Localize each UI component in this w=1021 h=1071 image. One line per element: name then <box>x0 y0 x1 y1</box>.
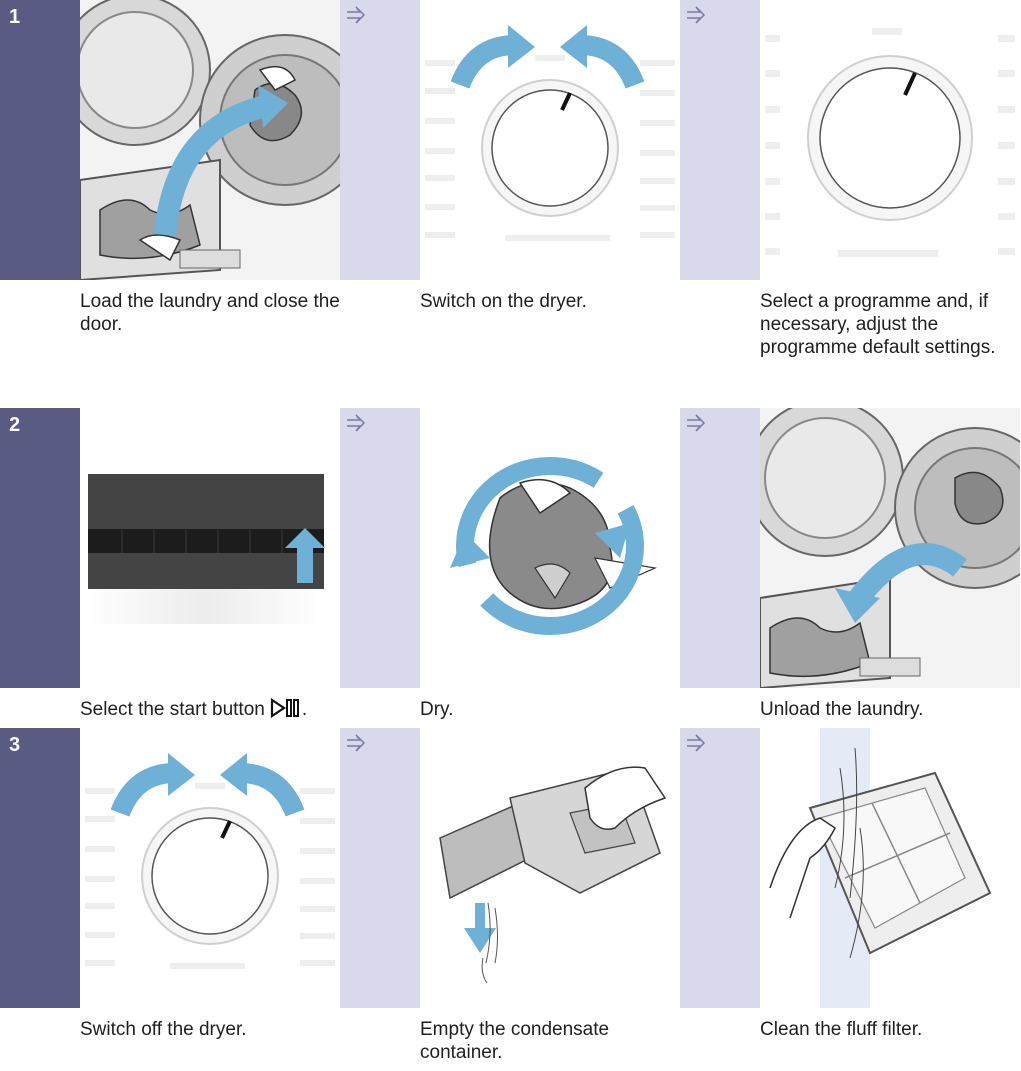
band-separator <box>680 728 760 1008</box>
band-separator <box>340 408 420 688</box>
caption-select-programme: Select a programme and, if necessary, ad… <box>760 291 996 358</box>
caption-start-button: Select the start button . <box>80 698 308 720</box>
band-separator <box>340 0 420 280</box>
step-number-badge: 3 <box>0 728 80 1008</box>
step-number-badge: 1 <box>0 0 80 280</box>
step-row-3: 3 <box>0 728 1021 1063</box>
caption-empty-condensate: Empty the condensate container. <box>420 1019 610 1063</box>
caption-switch-on: Switch on the dryer. <box>420 291 587 312</box>
illustration-empty-condensate <box>420 728 680 1008</box>
caption-dry: Dry. <box>420 699 454 720</box>
double-right-arrow-icon <box>687 6 706 24</box>
double-right-arrow-icon <box>687 734 706 752</box>
double-right-arrow-icon <box>347 6 366 24</box>
illustration-unload-laundry <box>760 408 1020 688</box>
caption-switch-off: Switch off the dryer. <box>80 1019 247 1040</box>
double-right-arrow-icon <box>347 414 366 432</box>
step-row-1: 1 <box>0 0 1021 358</box>
band-separator <box>680 0 760 280</box>
step-number-badge: 2 <box>0 408 80 688</box>
illustration-select-programme <box>760 0 1020 280</box>
band-separator <box>680 408 760 688</box>
play-pause-icon <box>270 698 299 718</box>
step-row-2: 2 <box>0 408 1021 720</box>
illustration-clean-fluff-filter <box>760 728 1020 1008</box>
illustration-switch-on <box>420 0 680 280</box>
caption-load-laundry: Load the laundry and close the door. <box>80 291 340 335</box>
caption-clean-fluff-filter: Clean the fluff filter. <box>760 1019 923 1040</box>
caption-unload-laundry: Unload the laundry. <box>760 699 924 720</box>
illustration-switch-off <box>80 728 340 1008</box>
double-right-arrow-icon <box>347 734 366 752</box>
illustration-start-button <box>80 408 340 688</box>
band-separator <box>340 728 420 1008</box>
double-right-arrow-icon <box>687 414 706 432</box>
illustration-load-laundry <box>80 0 340 280</box>
illustration-dry <box>420 408 680 688</box>
